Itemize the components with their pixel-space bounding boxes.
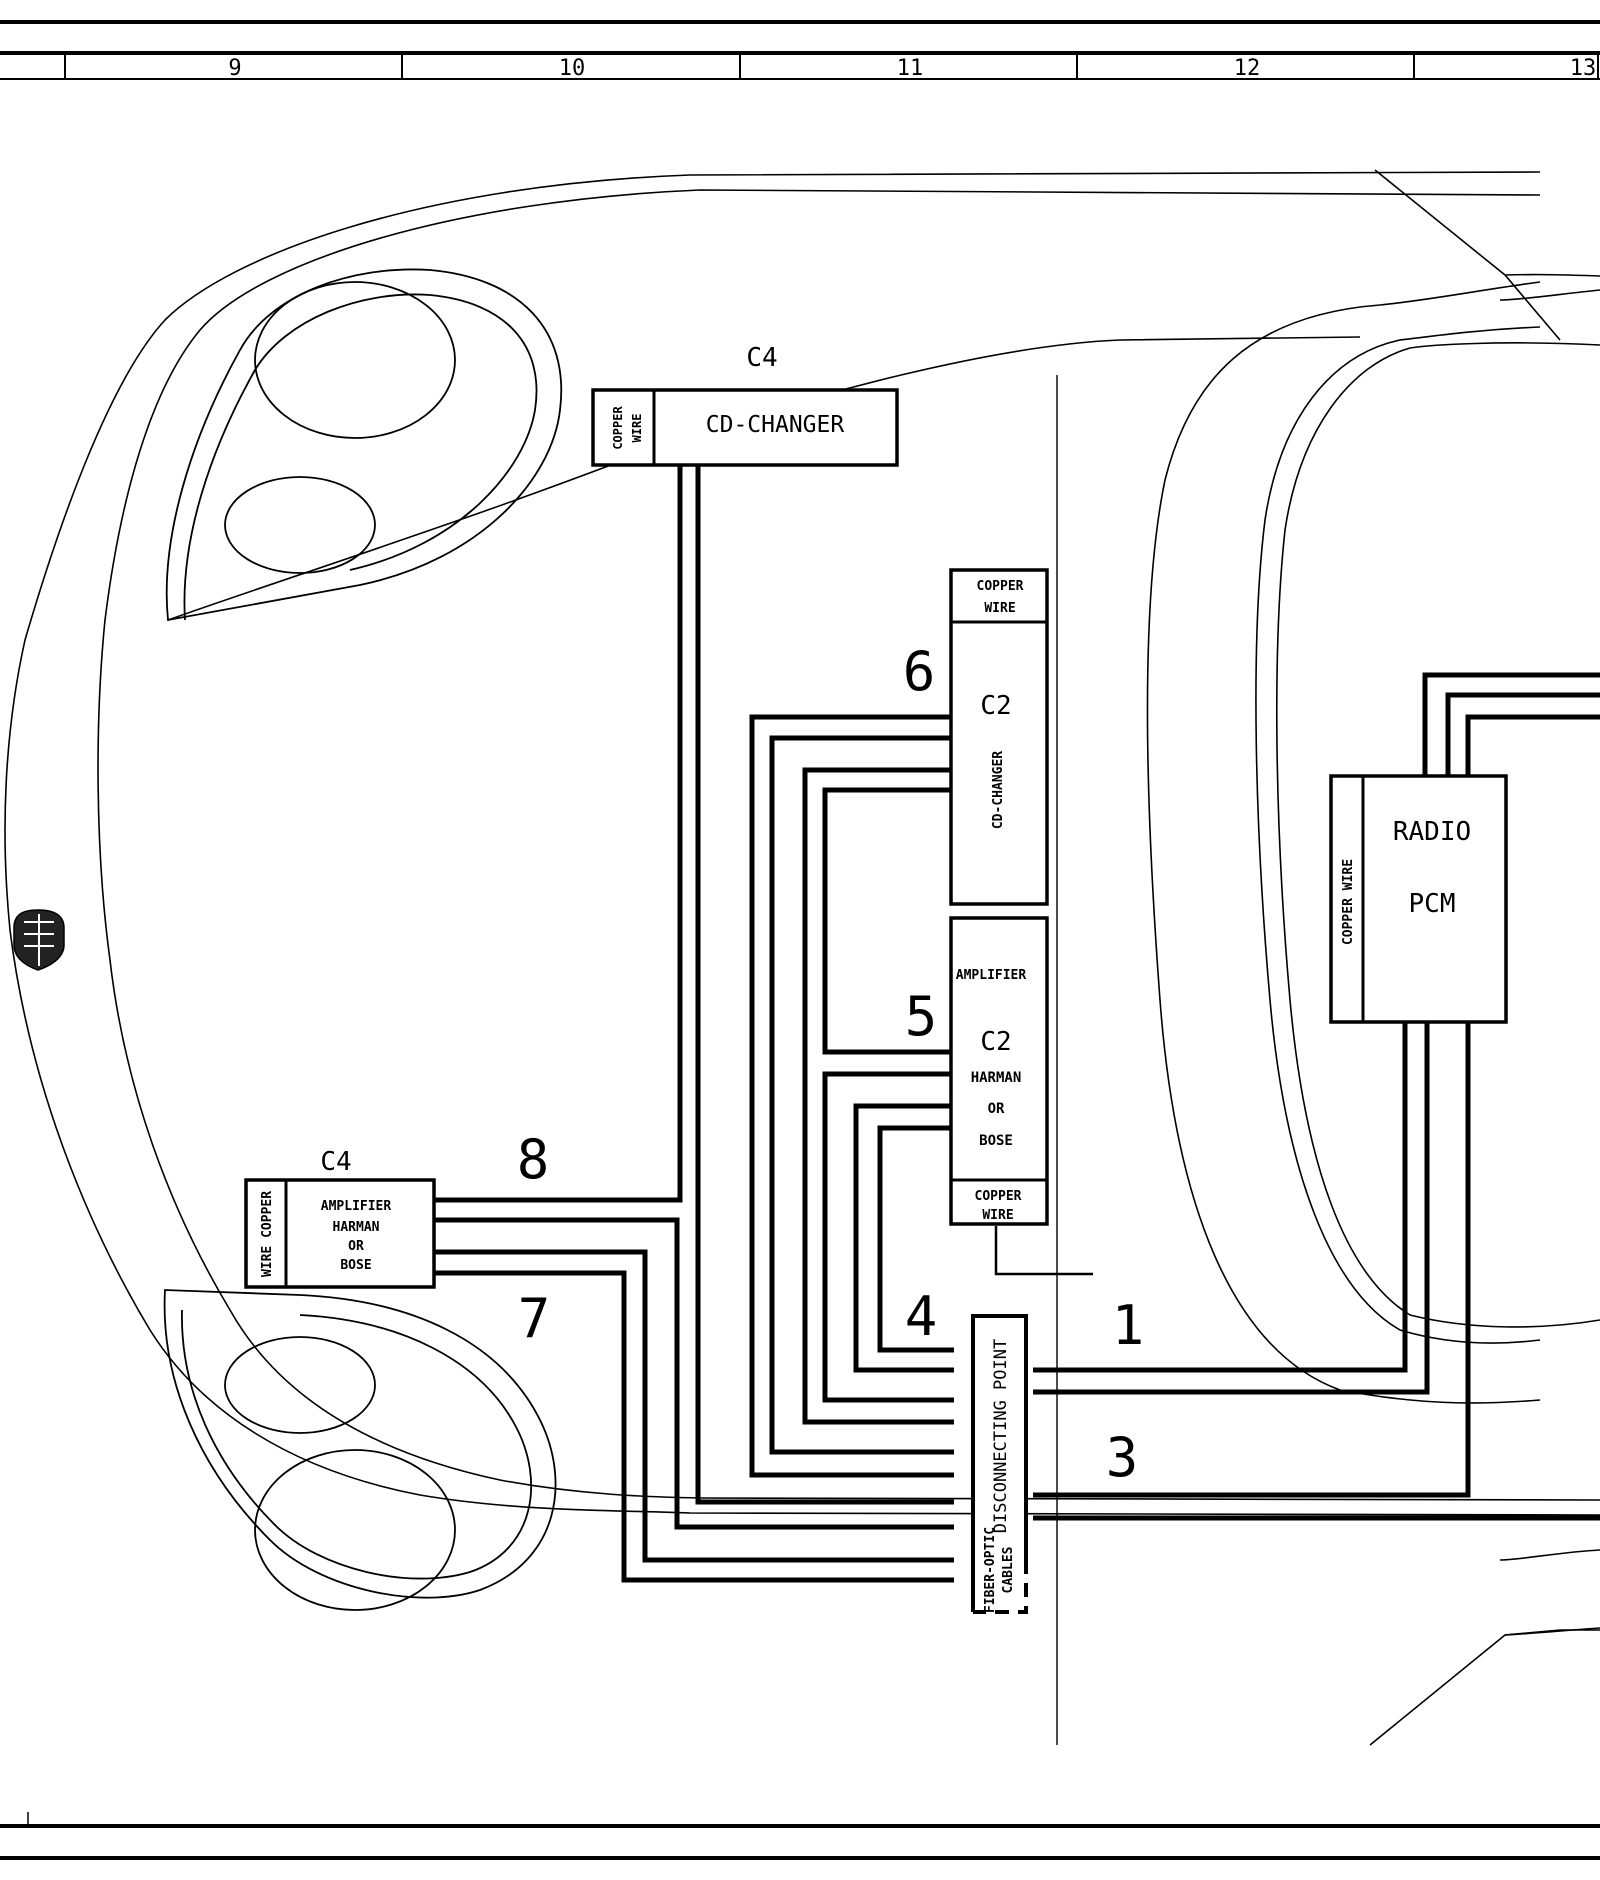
fiber-optic-legend: FIBER-OPTIC — [983, 1527, 998, 1613]
callout-1: 1 — [1112, 1294, 1145, 1357]
callout-8: 8 — [517, 1128, 550, 1191]
column-number: 11 — [897, 56, 924, 81]
body-bottom-line — [1504, 1627, 1600, 1636]
car-body-outer — [4, 171, 1600, 1516]
callout-6: 6 — [903, 640, 936, 703]
amplifier-c4-module: C4 WIRE COPPER AMPLIFIER HARMAN OR BOSE — [244, 1147, 436, 1289]
amplifier-c4-line: BOSE — [340, 1258, 371, 1273]
cd-changer-c2-connector: C2 — [980, 691, 1011, 721]
disconnecting-point-label: DISCONNECTING POINT — [991, 1339, 1011, 1533]
amplifier-c4-line: HARMAN — [333, 1220, 380, 1235]
cd-changer-c4-module: C4 CD-CHANGER COPPER WIRE — [591, 343, 899, 467]
radio-name: RADIO — [1393, 817, 1471, 847]
amplifier-c2-module: AMPLIFIER C2 HARMAN OR BOSE COPPER WIRE — [949, 916, 1049, 1226]
amplifier-c2-line: BOSE — [979, 1133, 1013, 1149]
amplifier-c2-wire-label: WIRE — [982, 1208, 1013, 1223]
radio-subname: PCM — [1409, 889, 1456, 919]
headlight-top — [165, 268, 563, 622]
amplifier-c4-wire-label: WIRE COPPER — [260, 1191, 275, 1277]
amplifier-c2-connector: C2 — [980, 1027, 1011, 1057]
wire-harness — [434, 455, 1600, 1583]
cabin-inner-2 — [1276, 342, 1600, 1328]
amplifier-c4-line: OR — [348, 1239, 364, 1254]
car-body-inner — [97, 189, 1600, 1501]
callout-5: 5 — [905, 985, 938, 1048]
radio-pcm-module: RADIO PCM COPPER WIRE — [1329, 774, 1508, 1024]
drawing-frame — [0, 20, 1600, 1860]
cd-changer-c4-connector: C4 — [746, 343, 777, 373]
cabin-inner — [1255, 326, 1541, 1344]
crest-icon — [13, 909, 65, 971]
column-number: 13 — [1570, 56, 1597, 81]
radio-wire-label: COPPER WIRE — [1341, 859, 1356, 945]
cd-changer-c2-wire-label: WIRE — [984, 601, 1015, 616]
cd-changer-c4-name: CD-CHANGER — [706, 412, 845, 438]
amplifier-c2-line: OR — [988, 1101, 1005, 1117]
headlight-bottom — [163, 1289, 557, 1611]
column-number: 10 — [559, 56, 586, 81]
cd-changer-c2-wire-label: COPPER — [977, 579, 1024, 594]
amplifier-c2-name: AMPLIFIER — [956, 968, 1027, 983]
column-number: 9 — [228, 56, 241, 81]
grid-column-numbers: 9 10 11 12 13 — [228, 56, 1596, 81]
callout-3: 3 — [1106, 1426, 1139, 1489]
fiber-optic-legend: CABLES — [1001, 1546, 1016, 1593]
amplifier-c4-connector: C4 — [320, 1147, 351, 1177]
amplifier-c4-line: AMPLIFIER — [321, 1199, 392, 1214]
body-top-line — [1504, 273, 1600, 277]
amplifier-c2-wire-label: COPPER — [975, 1189, 1022, 1204]
cd-changer-c4-wire-label: COPPER — [611, 406, 625, 450]
car-outline — [4, 169, 1600, 1746]
amplifier-c2-line: HARMAN — [971, 1070, 1022, 1086]
callout-7: 7 — [518, 1287, 551, 1350]
rear-window-line — [1369, 1629, 1600, 1746]
hood-curve — [167, 336, 1361, 621]
copper-wire-lead — [994, 1226, 1093, 1276]
fender-line-front — [1499, 289, 1600, 301]
callout-4: 4 — [905, 1285, 938, 1348]
cd-changer-c2-name: CD-CHANGER — [991, 751, 1006, 829]
cd-changer-c4-wire-label: WIRE — [630, 414, 644, 443]
column-number: 12 — [1234, 56, 1261, 81]
disconnecting-point: DISCONNECTING POINT FIBER-OPTIC CABLES — [971, 1314, 1028, 1614]
cd-changer-c2-module: COPPER WIRE C2 CD-CHANGER — [949, 568, 1049, 906]
fender-line-rear — [1499, 1549, 1600, 1561]
callout-numbers: 1 3 4 5 6 7 8 — [517, 640, 1145, 1489]
